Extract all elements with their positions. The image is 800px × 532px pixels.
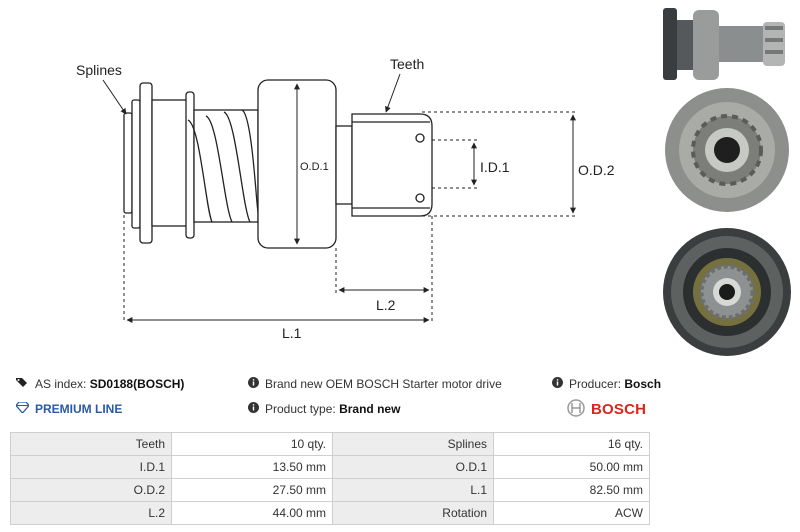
label-id1: I.D.1 <box>480 159 510 175</box>
label-teeth: Teeth <box>390 56 424 72</box>
label-l1: L.1 <box>282 325 302 341</box>
info-icon <box>248 402 259 416</box>
spec-label: I.D.1 <box>10 455 172 479</box>
spec-value: 16 qty. <box>493 432 650 456</box>
spec-value: 27.50 mm <box>171 478 333 502</box>
label-od1: O.D.1 <box>300 161 329 173</box>
table-row: I.D.1 13.50 mm O.D.1 50.00 mm <box>10 455 650 479</box>
description-text: Brand new OEM BOSCH Starter motor drive <box>265 377 502 391</box>
product-photo-side[interactable] <box>655 2 800 94</box>
spec-label: O.D.1 <box>332 455 494 479</box>
spec-label: L.2 <box>10 501 172 525</box>
extension-lines <box>123 111 578 322</box>
spec-value: 82.50 mm <box>493 478 650 502</box>
spec-label: Rotation <box>332 501 494 525</box>
bosch-wordmark: BOSCH <box>591 401 647 418</box>
spec-label: Splines <box>332 432 494 456</box>
label-od2: O.D.2 <box>578 162 615 178</box>
as-index: AS index: SD0188(BOSCH) <box>16 377 184 391</box>
diamond-icon <box>15 401 30 416</box>
tags-icon <box>16 377 29 391</box>
table-row: Teeth 10 qty. Splines 16 qty. <box>10 432 650 456</box>
as-index-label: AS index: <box>35 377 87 391</box>
producer-label: Producer: <box>569 377 622 391</box>
bosch-armature-icon <box>567 399 585 420</box>
spec-label: O.D.2 <box>10 478 172 502</box>
spec-value: 44.00 mm <box>171 501 333 525</box>
dimension-diagram: Splines Teeth O.D.1 I.D.1 O.D.2 L.2 L.1 <box>76 56 615 341</box>
info-icon <box>552 377 563 391</box>
spec-value: ACW <box>493 501 650 525</box>
product-type: Product type: Brand new <box>248 402 400 416</box>
product-description: Brand new OEM BOSCH Starter motor drive <box>248 377 502 391</box>
dimension-arrows <box>102 73 576 323</box>
label-splines: Splines <box>76 62 122 78</box>
spec-value: 50.00 mm <box>493 455 650 479</box>
product-photo-rear[interactable] <box>655 222 800 362</box>
premium-line-label: PREMIUM LINE <box>35 402 123 416</box>
spec-label: Teeth <box>10 432 172 456</box>
producer-value: Bosch <box>624 377 662 391</box>
info-icon <box>248 377 259 391</box>
bosch-logo: BOSCH <box>567 399 646 420</box>
product-type-label: Product type: <box>265 402 336 416</box>
premium-line-badge: PREMIUM LINE <box>15 401 123 416</box>
spec-label: L.1 <box>332 478 494 502</box>
product-type-value: Brand new <box>339 402 401 416</box>
table-row: L.2 44.00 mm Rotation ACW <box>10 501 650 525</box>
product-photo-front[interactable] <box>655 84 800 216</box>
spec-table: Teeth 10 qty. Splines 16 qty. I.D.1 13.5… <box>10 432 650 525</box>
label-l2: L.2 <box>376 297 396 313</box>
starter-drive-drawing <box>123 79 433 249</box>
spec-value: 10 qty. <box>171 432 333 456</box>
producer: Producer: Bosch <box>552 377 661 391</box>
as-index-value[interactable]: SD0188(BOSCH) <box>89 377 185 391</box>
spec-value: 13.50 mm <box>171 455 333 479</box>
table-row: O.D.2 27.50 mm L.1 82.50 mm <box>10 478 650 502</box>
